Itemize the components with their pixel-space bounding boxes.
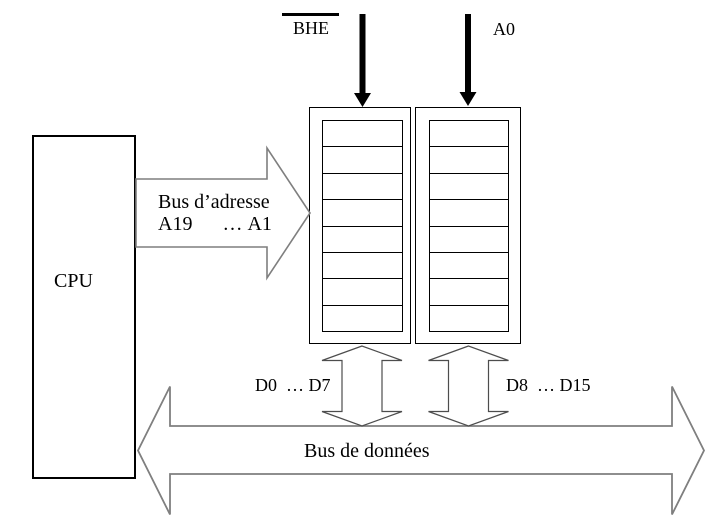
memory-row <box>323 278 402 304</box>
memory-row <box>430 278 508 304</box>
a0-label: A0 <box>493 19 515 39</box>
a0-down-arrow <box>459 14 477 106</box>
low-byte-data-arrow <box>321 345 403 427</box>
memory-row <box>323 199 402 225</box>
low-byte-label: D0 … D7 <box>255 375 331 395</box>
memory-row <box>430 304 508 331</box>
high-byte-label: D8 … D15 <box>506 375 591 395</box>
bhe-label: BHE <box>282 13 339 39</box>
bhe-overline: BHE <box>282 13 339 39</box>
memory-row <box>323 121 402 146</box>
memory-row <box>430 199 508 225</box>
memory-bank-right-cells <box>429 120 509 332</box>
memory-row <box>430 251 508 278</box>
address-bus-label: Bus d’adresse A19 … A1 <box>158 191 272 235</box>
memory-row <box>323 172 402 199</box>
memory-bank-left-cells <box>322 120 403 332</box>
address-bus-label-line1: Bus d’adresse <box>158 191 270 213</box>
cpu-label: CPU <box>54 270 93 292</box>
memory-row <box>430 172 508 199</box>
bhe-down-arrow <box>354 14 371 107</box>
memory-row <box>430 146 508 172</box>
high-byte-data-arrow <box>428 345 509 427</box>
data-bus-label: Bus de données <box>304 440 430 462</box>
memory-row <box>323 146 402 172</box>
address-bus-label-line2: A19 … A1 <box>158 213 272 235</box>
memory-row <box>323 304 402 331</box>
memory-row <box>430 225 508 252</box>
memory-row <box>323 225 402 252</box>
memory-row <box>430 121 508 146</box>
memory-row <box>323 251 402 278</box>
cpu-box <box>32 135 136 479</box>
